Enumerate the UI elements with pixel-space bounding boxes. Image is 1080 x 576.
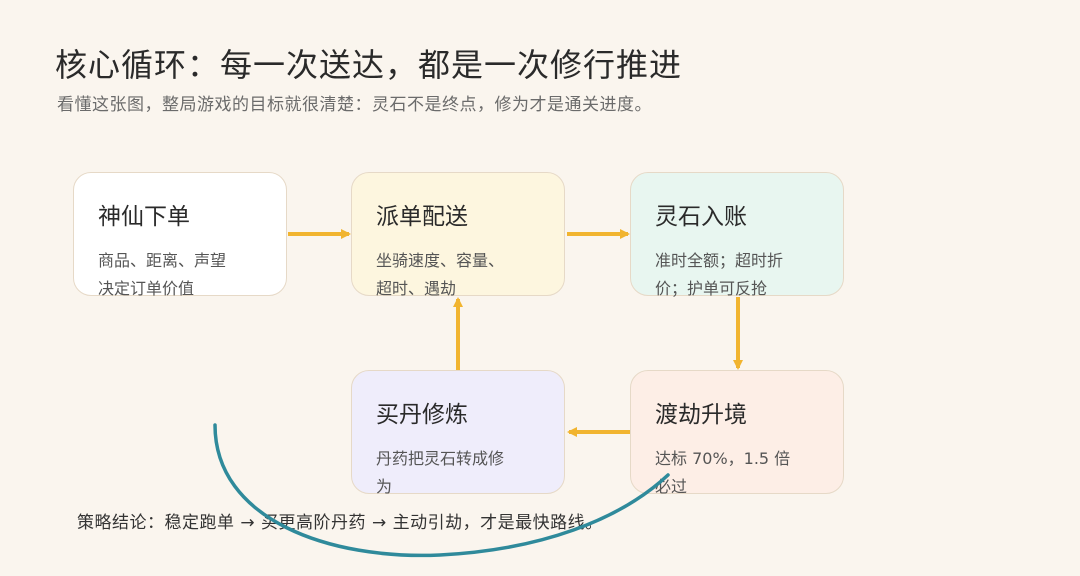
node-order-desc-line2: 决定订单价值 — [98, 279, 195, 298]
node-dispatch-title: 派单配送 — [376, 204, 468, 230]
node-stones-desc-line1: 准时全额；超时折 — [655, 251, 784, 270]
node-stones: 灵石入账 准时全额；超时折 价；护单可反抢 — [630, 172, 844, 298]
node-pills-title: 买丹修炼 — [376, 402, 468, 428]
page-title: 核心循环：每一次送达，都是一次修行推进 — [55, 46, 683, 84]
node-order-desc-line1: 商品、距离、声望 — [98, 251, 227, 270]
node-stones-desc-line2: 价；护单可反抢 — [655, 279, 768, 298]
node-pills-desc-line2: 为 — [376, 477, 393, 496]
node-tribulation-desc-line1: 达标 70%，1.5 倍 — [655, 449, 791, 468]
node-pills-desc-line1: 丹药把灵石转成修 — [376, 449, 505, 468]
node-pills: 买丹修炼 丹药把灵石转成修 为 — [351, 370, 565, 496]
node-dispatch-desc-line1: 坐骑速度、容量、 — [376, 251, 505, 270]
node-order-title: 神仙下单 — [98, 204, 190, 230]
node-order: 神仙下单 商品、距离、声望 决定订单价值 — [73, 172, 287, 298]
strategy-conclusion: 策略结论：稳定跑单 → 买更高阶丹药 → 主动引劫，才是最快路线。 — [77, 513, 603, 533]
page-subtitle: 看懂这张图，整局游戏的目标就很清楚：灵石不是终点，修为才是通关进度。 — [57, 95, 652, 115]
node-stones-title: 灵石入账 — [655, 204, 747, 230]
node-tribulation: 渡劫升境 达标 70%，1.5 倍 必过 — [630, 370, 844, 496]
node-tribulation-title: 渡劫升境 — [655, 402, 747, 428]
node-dispatch-desc-line2: 超时、遇劫 — [376, 279, 457, 298]
node-tribulation-desc-line2: 必过 — [655, 477, 688, 496]
node-dispatch: 派单配送 坐骑速度、容量、 超时、遇劫 — [351, 172, 565, 298]
